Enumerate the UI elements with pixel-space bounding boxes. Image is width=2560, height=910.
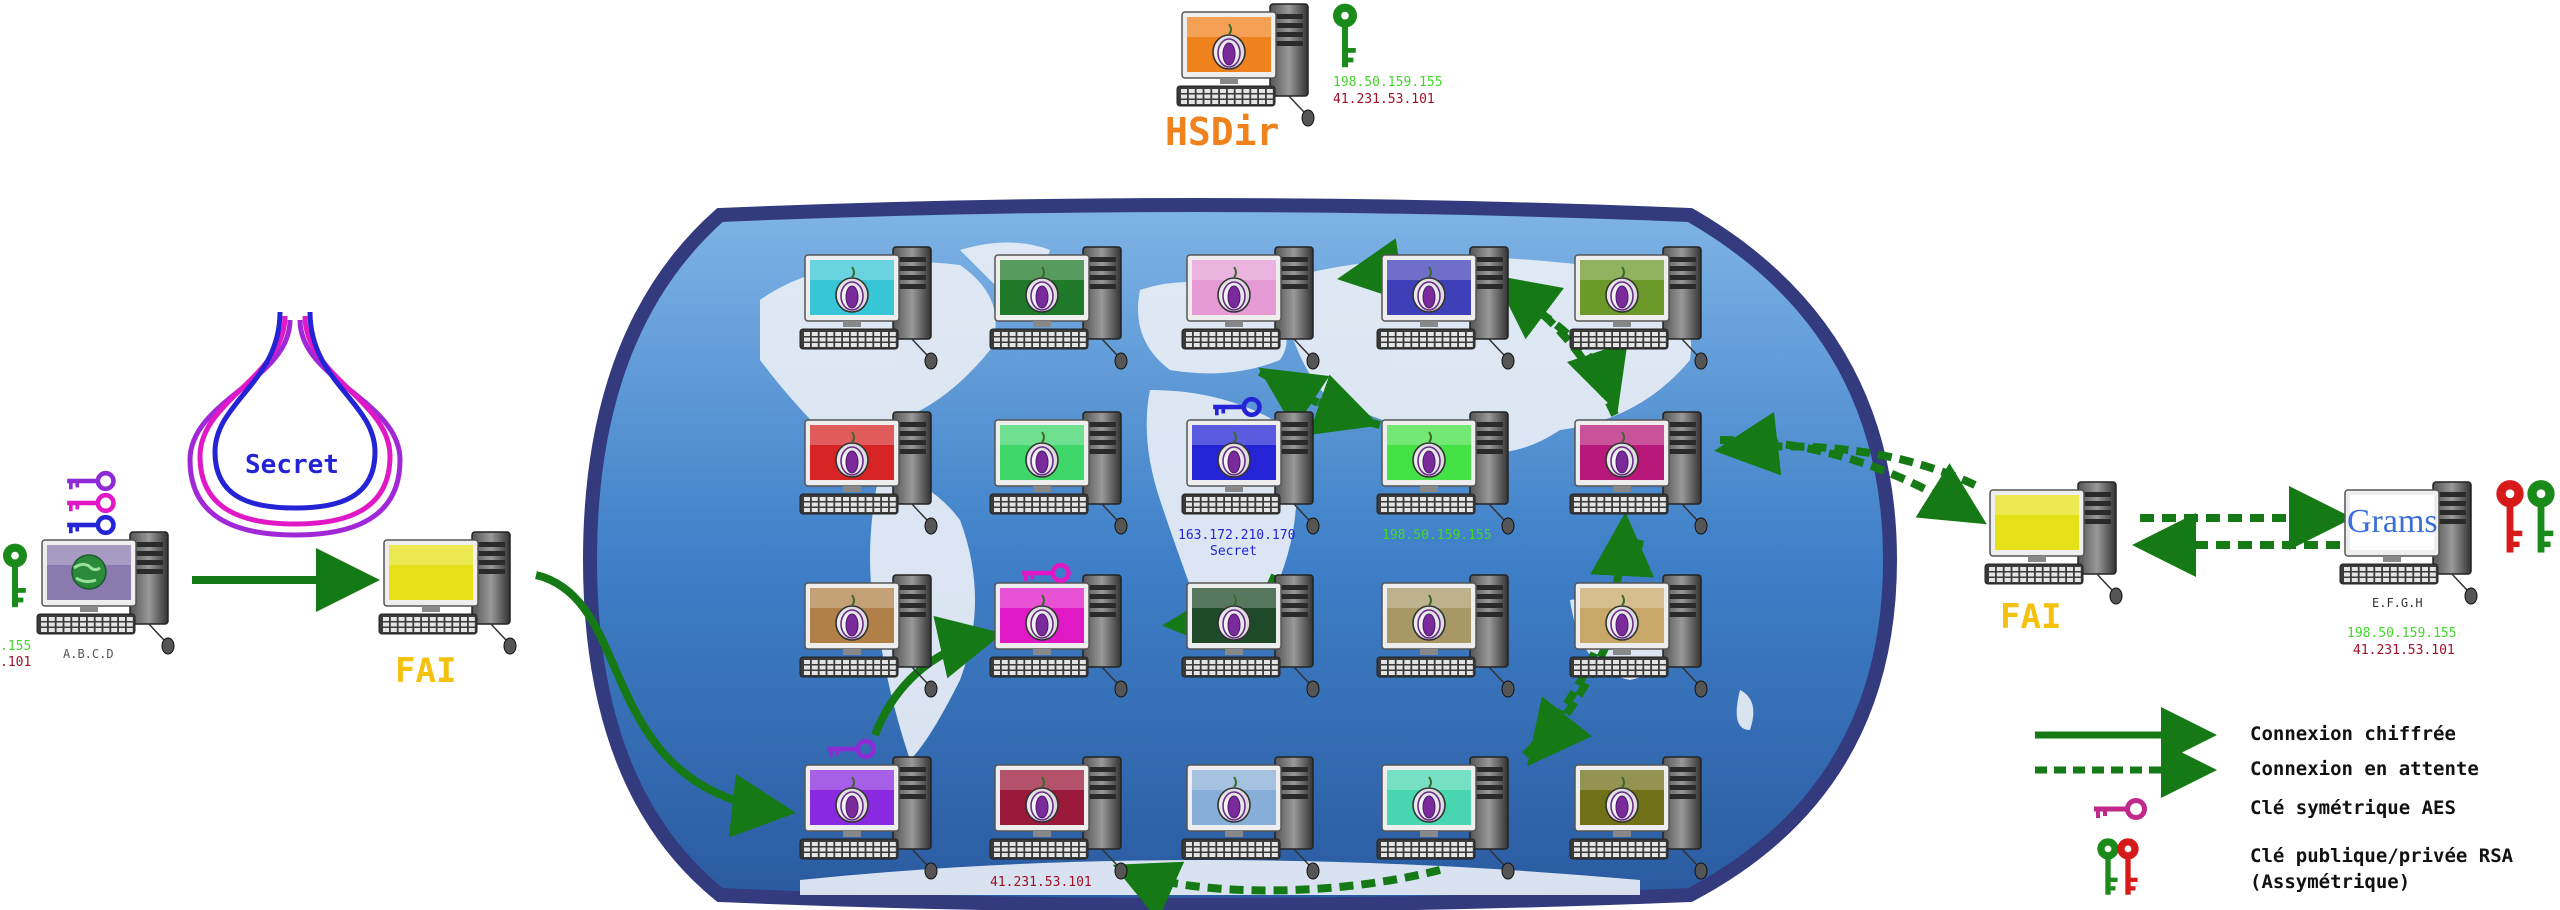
relay-center-ip: 163.172.210.170 xyxy=(1178,528,1295,543)
relay-center-secret: Secret xyxy=(1210,544,1257,559)
onion-icon xyxy=(1605,594,1639,641)
relay-computer-18 xyxy=(1181,756,1320,880)
relay-computer-13 xyxy=(1181,574,1320,698)
onion-icon xyxy=(1025,594,1059,641)
relay-computer-4 xyxy=(1376,246,1515,370)
onion-icon xyxy=(835,776,869,823)
onion-icon xyxy=(1217,266,1251,313)
hsdir-pc xyxy=(1176,3,1315,127)
onion-icon xyxy=(1025,431,1059,478)
hsdir-title: HSDir xyxy=(1165,110,1279,154)
legend-pending-label: Connexion en attente xyxy=(2250,758,2479,780)
relay-computer-5 xyxy=(1569,246,1708,370)
relay-grid xyxy=(799,246,1708,880)
client-rsa-key-icon xyxy=(3,543,27,608)
client-key-blue-icon xyxy=(67,517,113,533)
server-ip-green: 198.50.159.155 xyxy=(2347,626,2457,641)
server-computer xyxy=(2339,481,2478,605)
onion-icon xyxy=(1605,431,1639,478)
relay-computer-10 xyxy=(1569,411,1708,535)
client-ip-red: .101 xyxy=(0,655,31,670)
onion-icon xyxy=(1212,23,1246,70)
relay-computer-12 xyxy=(989,574,1128,698)
legend: Connexion chiffrée Connexion en attente … xyxy=(2035,707,2514,895)
isp-right-pc xyxy=(1984,481,2123,605)
isp-left-computer xyxy=(378,531,517,655)
server-label: E.F.G.H xyxy=(2372,596,2423,610)
server-pc xyxy=(2339,481,2478,605)
onion-icon xyxy=(1025,776,1059,823)
relay-computer-9 xyxy=(1376,411,1515,535)
relay-computer-1 xyxy=(799,246,938,370)
onion-icon xyxy=(1412,266,1446,313)
server-private-key-icon xyxy=(2496,480,2524,553)
relay-computer-7 xyxy=(989,411,1128,535)
onion-icon xyxy=(835,431,869,478)
relay-bottom-ip: 41.231.53.101 xyxy=(990,875,1092,890)
relay-computer-17 xyxy=(989,756,1128,880)
client-pc xyxy=(36,531,175,655)
onion-icon xyxy=(1412,431,1446,478)
relay-computer-11 xyxy=(799,574,938,698)
encrypted-isp-to-guard xyxy=(535,571,796,838)
secret-onion-icon xyxy=(187,311,403,538)
onion-icon xyxy=(1605,776,1639,823)
pending-d xyxy=(1493,275,1619,417)
client-key-magenta-icon xyxy=(67,495,113,511)
legend-rsa-label-2: (Assymétrique) xyxy=(2250,871,2410,893)
pending-j xyxy=(1714,411,1977,489)
hsdir-ip-green: 198.50.159.155 xyxy=(1333,75,1443,90)
relay-computer-3 xyxy=(1181,246,1320,370)
legend-encrypted-label: Connexion chiffrée xyxy=(2250,723,2456,745)
relay-computer-6 xyxy=(799,411,938,535)
legend-rsa-public-key-icon xyxy=(2097,838,2119,895)
legend-aes-label: Clé symétrique AES xyxy=(2250,797,2456,819)
legend-rsa-label-1: Clé publique/privée RSA xyxy=(2250,845,2514,867)
client-key-purple-icon xyxy=(67,473,113,489)
pending-h xyxy=(1258,368,1380,436)
client-label: A.B.C.D xyxy=(63,647,114,661)
onion-icon xyxy=(1217,431,1251,478)
relay-green-ip: 198.50.159.155 xyxy=(1382,528,1492,543)
onion-icon xyxy=(1412,776,1446,823)
onion-icon xyxy=(1217,776,1251,823)
secret-label: Secret xyxy=(245,450,339,480)
relay-computer-20 xyxy=(1569,756,1708,880)
relay-computer-19 xyxy=(1376,756,1515,880)
legend-rsa-private-key-icon xyxy=(2117,838,2139,895)
globe-icon xyxy=(71,554,107,590)
isp-left-label: FAI xyxy=(395,651,456,691)
server-ip-red: 41.231.53.101 xyxy=(2353,643,2455,658)
onion-icon xyxy=(835,266,869,313)
server-brand: Grams xyxy=(2347,503,2438,540)
hsdir-key-icon xyxy=(1333,3,1357,68)
isp-right-computer xyxy=(1984,481,2123,605)
isp-left-pc xyxy=(378,531,517,655)
hsdir-ip-red: 41.231.53.101 xyxy=(1333,92,1435,107)
relay-computer-14 xyxy=(1376,574,1515,698)
relay-computer-2 xyxy=(989,246,1128,370)
client-ip-green: .155 xyxy=(0,639,31,654)
isp-right-label: FAI xyxy=(2000,597,2061,637)
onion-icon xyxy=(1412,594,1446,641)
relay-computer-16 xyxy=(799,756,938,880)
onion-icon xyxy=(1217,594,1251,641)
pending-i xyxy=(1719,436,1987,525)
pending-g xyxy=(1112,861,1441,910)
onion-icon xyxy=(1025,266,1059,313)
server-public-key-icon xyxy=(2527,480,2555,553)
relay-computer-8 xyxy=(1181,411,1320,535)
onion-icon xyxy=(835,594,869,641)
relay-computer-15 xyxy=(1569,574,1708,698)
client-computer xyxy=(36,531,175,655)
client-aes-keys xyxy=(67,473,113,533)
hsdir-computer xyxy=(1176,3,1315,127)
legend-aes-key-icon xyxy=(2094,801,2145,819)
onion-icon xyxy=(1605,266,1639,313)
